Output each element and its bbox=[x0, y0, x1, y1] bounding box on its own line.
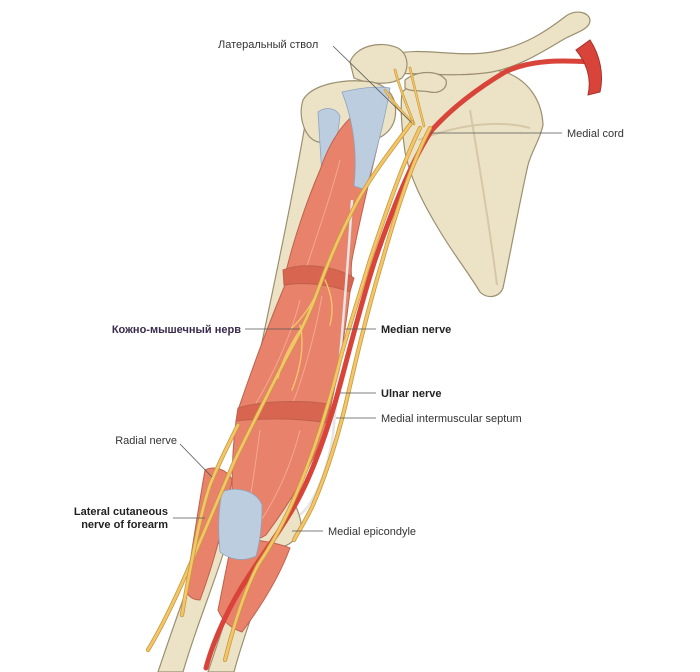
scapula bbox=[400, 68, 544, 298]
label-radial-nerve: Radial nerve bbox=[115, 435, 177, 447]
label-lateral-cutaneous-nerve-line-1: Lateral cutaneous bbox=[74, 506, 168, 518]
label-medial-epicondyle: Medial epicondyle bbox=[328, 526, 416, 538]
label-median-nerve: Median nerve bbox=[381, 324, 451, 336]
musculocutaneous-branch-1 bbox=[291, 289, 319, 329]
middle-muscle-fiber-1 bbox=[254, 299, 301, 406]
clavicle bbox=[389, 11, 591, 76]
musculocutaneous-branch-3 bbox=[277, 329, 301, 379]
musculocutaneous-branch-2 bbox=[324, 279, 333, 326]
leader-radial-nerve bbox=[179, 443, 213, 478]
leader-lateral-cord bbox=[332, 45, 413, 124]
plexus-strand-2 bbox=[409, 67, 425, 127]
subclavian-artery-cut-end bbox=[575, 39, 603, 96]
label-medial-cord: Medial cord bbox=[567, 128, 624, 140]
brachial-artery-group bbox=[203, 39, 603, 671]
label-musculocutaneous-nerve: Кожно-мышечный нерв bbox=[112, 324, 241, 336]
radial-nerve-path bbox=[180, 423, 240, 617]
biceps-long-head-tendon bbox=[341, 86, 391, 191]
middle-muscle-fiber-2 bbox=[291, 295, 323, 406]
nerves bbox=[145, 66, 433, 663]
leader-lines bbox=[173, 45, 562, 532]
label-ulnar-nerve: Ulnar nerve bbox=[381, 388, 442, 400]
biceps-distal-tendon bbox=[218, 488, 263, 560]
upper-muscle-fiber bbox=[304, 159, 341, 273]
ulnar-nerve-path bbox=[292, 126, 432, 542]
labels: Латеральный ствол Medial cord Кожно-мыше… bbox=[74, 39, 624, 538]
plexus-strand-1 bbox=[394, 69, 415, 125]
label-lateral-cutaneous-nerve-line-2: nerve of forearm bbox=[81, 519, 168, 531]
musculocutaneous-branch-4 bbox=[291, 324, 303, 391]
lower-muscle-fiber-2 bbox=[257, 429, 301, 526]
plexus-strand-3 bbox=[384, 89, 413, 123]
label-medial-intermuscular-septum: Medial intermuscular septum bbox=[381, 413, 522, 425]
scapula-border-shading bbox=[469, 109, 498, 286]
median-nerve-path bbox=[223, 126, 422, 662]
subclavian-brachial-artery bbox=[203, 58, 593, 671]
label-lateral-cord: Латеральный ствол bbox=[218, 39, 318, 51]
